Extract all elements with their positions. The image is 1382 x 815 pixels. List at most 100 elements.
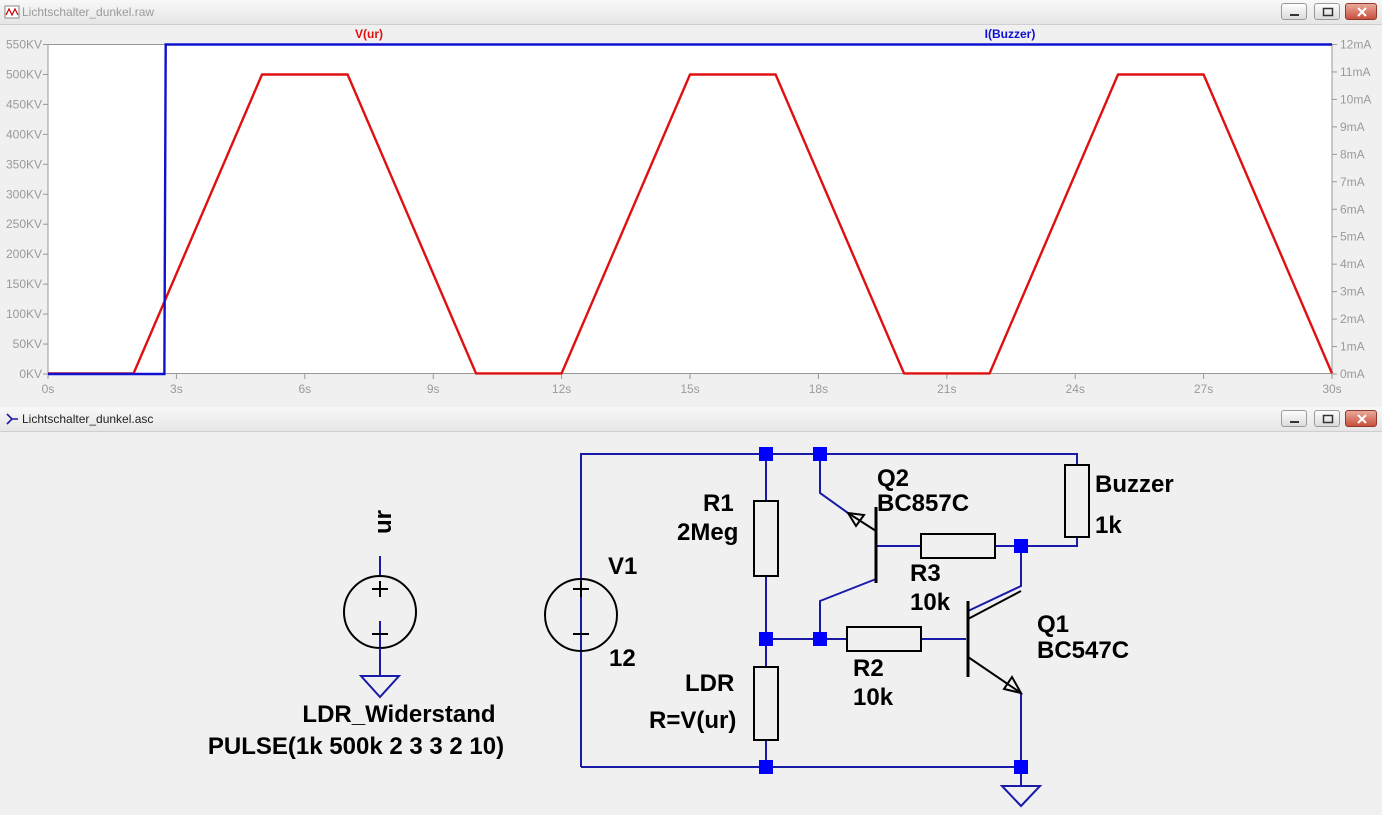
plot-area[interactable] — [47, 44, 1333, 374]
r3-name[interactable]: R3 — [910, 560, 941, 587]
right-y-axis: 0mA 1mA 2mA 3mA 4mA 5mA 6mA 7mA 8mA 9mA 10mA 11mA 12… — [1332, 38, 1371, 381]
right-tick-label: 8mA — [1340, 147, 1365, 161]
trace-i-buzzer — [48, 43, 1332, 376]
q2-value[interactable]: BC857C — [877, 490, 969, 517]
right-tick-label: 0mA — [1340, 367, 1365, 381]
ldr-value[interactable]: R=V(ur) — [649, 707, 736, 734]
right-tick-label: 6mA — [1340, 202, 1365, 216]
minimize-icon — [1290, 14, 1299, 16]
waveform-titlebar[interactable]: Lichtschalter_dunkel.raw — [0, 0, 1382, 25]
wire-q1-collector[interactable] — [967, 546, 1022, 612]
waveform-app-icon — [4, 5, 20, 19]
close-button[interactable] — [1345, 410, 1377, 427]
transistor-q1[interactable] — [966, 590, 1023, 695]
resistor-buzzer[interactable] — [1064, 464, 1090, 538]
left-tick-label: 50KV — [13, 337, 42, 351]
schematic-app-icon — [6, 413, 18, 425]
ground-icon — [358, 675, 402, 699]
right-tick-label: 4mA — [1340, 257, 1365, 271]
x-tick-label: 0s — [42, 382, 55, 396]
x-tick-label: 30s — [1322, 382, 1341, 396]
close-icon — [1357, 7, 1367, 17]
r3-value[interactable]: 10k — [910, 589, 951, 616]
right-tick-label: 5mA — [1340, 230, 1365, 244]
left-tick-label: 150KV — [6, 277, 42, 291]
buzzer-name[interactable]: Buzzer — [1095, 471, 1174, 498]
r1-name[interactable]: R1 — [703, 490, 734, 517]
left-tick-label: 200KV — [6, 247, 42, 261]
right-tick-label: 1mA — [1340, 340, 1365, 354]
x-tick-label: 24s — [1066, 382, 1085, 396]
close-button[interactable] — [1345, 3, 1377, 20]
left-tick-label: 450KV — [6, 97, 42, 111]
resistor-ldr[interactable] — [753, 666, 779, 741]
x-tick-label: 3s — [170, 382, 183, 396]
left-tick-label: 300KV — [6, 187, 42, 201]
minimize-button[interactable] — [1281, 3, 1307, 20]
left-tick-label: 100KV — [6, 307, 42, 321]
r2-name[interactable]: R2 — [853, 655, 884, 682]
resistor-r3[interactable] — [920, 533, 996, 559]
voltage-source-v1[interactable] — [544, 578, 618, 652]
junction-nodes — [759, 447, 1028, 774]
v1-value[interactable]: 12 — [609, 645, 636, 672]
v1-name[interactable]: V1 — [608, 553, 637, 580]
right-tick-label: 2mA — [1340, 312, 1365, 326]
q2-name[interactable]: Q2 — [877, 465, 909, 492]
q1-value[interactable]: BC547C — [1037, 637, 1129, 664]
waveform-window[interactable]: Lichtschalter_dunkel.raw 0s 3s 6s 9s 12s 15s 1… — [0, 0, 1382, 404]
trace-v-ur — [48, 73, 1334, 375]
ground-icon — [999, 785, 1043, 808]
resistor-r1[interactable] — [753, 500, 779, 577]
schematic-window-title: Lichtschalter_dunkel.asc — [22, 412, 154, 426]
r2-value[interactable]: 10k — [853, 684, 894, 711]
x-tick-label: 12s — [552, 382, 571, 396]
close-icon — [1357, 414, 1367, 424]
net-label-ur[interactable]: ur — [370, 510, 397, 534]
right-tick-label: 10mA — [1340, 92, 1371, 106]
maximize-icon — [1322, 7, 1334, 17]
x-axis: 0s 3s 6s 9s 12s 15s 18s 21s 24s 27s 30s — [42, 374, 1342, 396]
schematic-window[interactable]: Lichtschalter_dunkel.asc — [0, 407, 1382, 815]
trace-label-i-buzzer[interactable]: I(Buzzer) — [985, 27, 1036, 41]
wire-r3-buzzer[interactable] — [876, 537, 1078, 547]
x-tick-label: 18s — [809, 382, 828, 396]
trace-label-v-ur[interactable]: V(ur) — [355, 27, 383, 41]
maximize-button[interactable] — [1314, 410, 1340, 427]
right-tick-label: 3mA — [1340, 285, 1365, 299]
wire-q2-collector[interactable] — [819, 578, 877, 639]
left-tick-label: 350KV — [6, 157, 42, 171]
resistor-r2[interactable] — [846, 626, 922, 652]
left-tick-label: 500KV — [6, 67, 42, 81]
x-tick-label: 15s — [680, 382, 699, 396]
transistor-q2[interactable] — [846, 507, 878, 583]
buzzer-value[interactable]: 1k — [1095, 512, 1122, 539]
right-tick-label: 7mA — [1340, 175, 1365, 189]
voltage-source-ur[interactable] — [343, 556, 417, 649]
q1-name[interactable]: Q1 — [1037, 611, 1069, 638]
minimize-button[interactable] — [1281, 410, 1307, 427]
right-tick-label: 12mA — [1340, 38, 1371, 52]
ldr-widerstand-name[interactable]: LDR_Widerstand — [302, 701, 495, 728]
schematic-titlebar[interactable]: Lichtschalter_dunkel.asc — [0, 407, 1382, 432]
maximize-icon — [1322, 414, 1334, 424]
left-tick-label: 400KV — [6, 127, 42, 141]
right-tick-label: 9mA — [1340, 120, 1365, 134]
r1-value[interactable]: 2Meg — [677, 519, 738, 546]
schematic-canvas[interactable]: ur LDR_Widerstand PULSE(1k 500k 2 3 3 2 … — [0, 431, 1382, 815]
maximize-button[interactable] — [1314, 3, 1340, 20]
waveform-window-title: Lichtschalter_dunkel.raw — [22, 5, 155, 19]
left-tick-label: 250KV — [6, 217, 42, 231]
x-tick-label: 21s — [937, 382, 956, 396]
pulse-spec[interactable]: PULSE(1k 500k 2 3 3 2 10) — [208, 733, 504, 760]
left-tick-label: 550KV — [6, 38, 42, 52]
wire-q2-emitter[interactable] — [819, 454, 849, 514]
minimize-icon — [1290, 421, 1299, 423]
right-tick-label: 11mA — [1340, 65, 1370, 79]
ldr-name[interactable]: LDR — [685, 670, 734, 697]
x-tick-label: 27s — [1194, 382, 1213, 396]
left-y-axis: 0KV50KV100KV150KV200KV250KV300KV350KV400… — [6, 38, 48, 381]
x-tick-label: 6s — [298, 382, 311, 396]
x-tick-label: 9s — [427, 382, 440, 396]
